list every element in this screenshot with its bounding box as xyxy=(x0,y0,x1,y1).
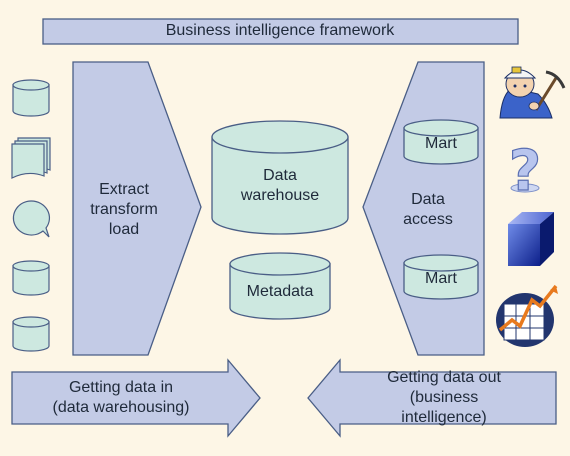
document-stack-icon xyxy=(11,137,51,179)
metadata-label: Metadata xyxy=(246,283,314,300)
mart-label-bottom: Mart xyxy=(425,270,457,287)
getting-data-in-arrow xyxy=(11,358,261,438)
diagram-title: Business intelligence framework xyxy=(165,22,395,39)
database-icon xyxy=(12,260,50,296)
metadata-cylinder xyxy=(229,252,331,320)
chart-icon xyxy=(496,284,558,347)
data-warehouse-cylinder xyxy=(211,120,349,235)
speech-bubble-icon xyxy=(12,200,50,238)
svg-text:?: ? xyxy=(509,139,541,204)
mart-cylinder-bottom xyxy=(403,254,479,300)
getting-data-out-arrow xyxy=(307,358,557,438)
etl-chevron xyxy=(72,61,202,356)
cube-icon xyxy=(508,212,554,266)
getting-data-out-label: Getting data out (business intelligence) xyxy=(387,369,501,426)
title-bar xyxy=(42,18,519,45)
database-icon xyxy=(12,79,50,117)
miner-icon xyxy=(499,66,566,119)
data-access-label: Data access xyxy=(403,191,453,228)
mart-label-top: Mart xyxy=(425,135,457,152)
mart-cylinder-top xyxy=(403,119,479,165)
question-mark-icon: ? xyxy=(508,138,542,204)
database-icon xyxy=(12,316,50,352)
data-warehouse-label: Data warehouse xyxy=(240,167,320,204)
etl-label: Extract transform load xyxy=(90,181,158,238)
getting-data-in-label: Getting data in (data warehousing) xyxy=(52,379,190,416)
